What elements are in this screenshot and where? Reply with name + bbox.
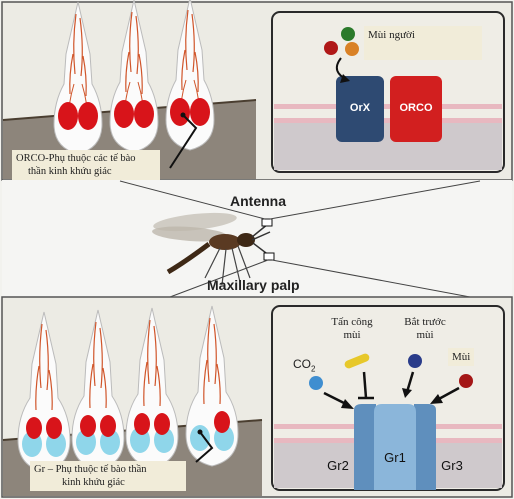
- odor-molecule-green: [341, 27, 355, 41]
- neuron-top-1: [53, 1, 103, 155]
- neuron-bottom-3: [125, 307, 179, 469]
- smell-label: Mùi: [448, 348, 475, 366]
- neuron-top-3: [165, 0, 215, 151]
- co2-molecule: [309, 376, 323, 390]
- gr-caption: Gr – Phụ thuộc tế bào thần kinh khứu giá…: [30, 461, 186, 491]
- human-smell-label: Mùi người: [364, 26, 482, 60]
- smell-molecule: [459, 374, 473, 388]
- orx-receptor: [336, 76, 384, 142]
- orco-caption: ORCO-Phụ thuộc các tế bào thần kinh khứu…: [12, 150, 160, 180]
- neuron-bottom-2: [71, 309, 125, 471]
- gr2-receptor: [354, 404, 376, 490]
- gr1-receptor: [374, 404, 416, 490]
- caption-pointer-top: [169, 114, 198, 169]
- odor-molecule-red: [324, 41, 338, 55]
- attack-smell-label: Tấn công mùi: [331, 316, 373, 341]
- neuron-bottom-4: [185, 305, 239, 467]
- maxillary-palp-label: Maxillary palp: [207, 277, 300, 293]
- gr3-label: Gr3: [441, 458, 463, 473]
- antenna-label: Antenna: [230, 193, 286, 209]
- gr2-label: Gr2: [327, 458, 349, 473]
- neuron-top-2: [109, 0, 159, 153]
- mosquito: [152, 212, 271, 286]
- mimic-molecule: [408, 354, 422, 368]
- orco-receptor: [390, 76, 442, 142]
- neuron-bottom-1: [17, 311, 71, 473]
- co2-label: CO2: [293, 357, 316, 374]
- gr1-label: Gr1: [384, 450, 406, 465]
- odor-molecule-orange: [345, 42, 359, 56]
- caption-pointer-bottom: [195, 431, 214, 463]
- mimic-smell-label: Bắt trước mùi: [404, 316, 446, 341]
- attack-molecule: [344, 353, 370, 369]
- orx-label: OrX: [349, 102, 371, 114]
- orco-label: ORCO: [399, 102, 433, 114]
- gr3-receptor: [414, 404, 436, 490]
